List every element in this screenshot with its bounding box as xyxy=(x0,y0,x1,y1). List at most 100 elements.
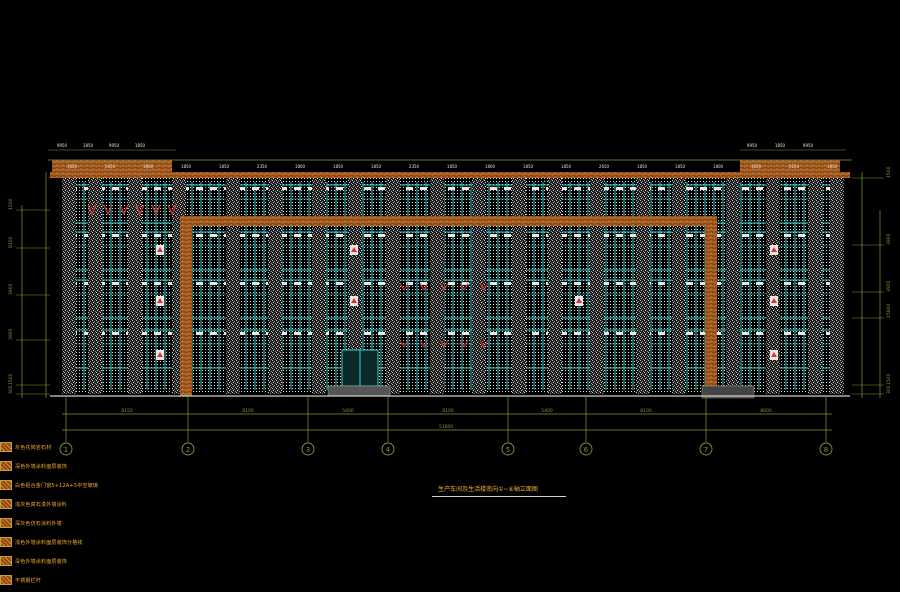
window-tag xyxy=(490,234,497,237)
window-tag xyxy=(336,187,343,190)
window-tag xyxy=(252,332,259,335)
legend-label: 浅色外墙涂料面层装饰分格线 xyxy=(15,539,83,546)
window-tag xyxy=(462,332,469,335)
stone-pier xyxy=(268,178,282,394)
left-elevation: 3900 xyxy=(8,283,14,295)
portal-frame-left xyxy=(180,216,192,396)
window-tag xyxy=(532,332,539,335)
red-chevron xyxy=(119,204,129,216)
legend-label: 深色外墙涂料面层装饰 xyxy=(15,463,68,470)
window-tag xyxy=(504,282,511,285)
top-dimension: 1800 xyxy=(485,164,496,169)
window-tag xyxy=(826,332,833,335)
right-elevation: 300 xyxy=(886,385,892,394)
overall-dimension: 51600 xyxy=(439,424,453,430)
parapet-dimension: 1850 xyxy=(775,143,786,148)
window-tag xyxy=(364,187,371,190)
axis-label: 2 xyxy=(186,446,190,454)
legend-label: 不锈钢栏杆 xyxy=(15,577,42,584)
steps-left xyxy=(327,385,391,397)
axis-bubble xyxy=(819,442,833,456)
window-tag xyxy=(742,234,749,237)
window-tag xyxy=(280,332,287,335)
window-tag xyxy=(798,332,805,335)
hatch-swatch xyxy=(0,518,12,528)
red-chevron xyxy=(399,282,409,292)
axis-bubble xyxy=(59,442,73,456)
stone-pier xyxy=(62,178,76,394)
window-tag xyxy=(168,282,175,285)
stone-pier xyxy=(128,178,142,394)
window-tag xyxy=(826,234,833,237)
window-tag xyxy=(140,282,147,285)
window-tag xyxy=(378,332,385,335)
stone-pier xyxy=(386,178,400,394)
steps-right xyxy=(701,385,755,399)
window-tag xyxy=(630,282,637,285)
window-tag xyxy=(84,234,91,237)
stone-piers xyxy=(62,178,844,394)
facade-sign-mark xyxy=(351,298,357,303)
window-tag xyxy=(140,234,147,237)
window-tag xyxy=(616,332,623,335)
window-tag xyxy=(784,282,791,285)
caption-underline xyxy=(432,496,566,497)
portal-frame-right xyxy=(705,216,717,396)
facade-sign-mark xyxy=(771,298,777,303)
window-tag xyxy=(238,234,245,237)
window-tag xyxy=(616,187,623,190)
top-dimension: 1850 xyxy=(67,164,78,169)
facade-sign-mark xyxy=(771,352,777,357)
window-tag xyxy=(714,187,721,190)
red-chevron xyxy=(439,339,449,349)
window-tag xyxy=(364,282,371,285)
stone-pier xyxy=(226,178,240,394)
window-tag xyxy=(308,234,315,237)
window-tag xyxy=(168,234,175,237)
window-tag xyxy=(490,282,497,285)
window-tag xyxy=(420,187,427,190)
top-dimension: 1800 xyxy=(295,164,306,169)
window-tag xyxy=(630,332,637,335)
window-tag xyxy=(420,332,427,335)
right-elevation: 3900 xyxy=(886,233,892,245)
top-dimension: 1800 xyxy=(713,164,724,169)
stone-pier xyxy=(512,178,526,394)
window-tag xyxy=(252,187,259,190)
axis-label: 5 xyxy=(506,446,510,454)
window-tag xyxy=(574,332,581,335)
right-elevation: 1500 xyxy=(886,166,892,178)
window-tag xyxy=(742,187,749,190)
window-tag xyxy=(210,332,217,335)
legend-label: 浅灰色真石漆外墙涂料 xyxy=(15,501,68,508)
top-dimension: 1850 xyxy=(751,164,762,169)
window-tag xyxy=(574,234,581,237)
stone-pier xyxy=(766,178,780,394)
window-tag xyxy=(154,234,161,237)
window-tag xyxy=(630,234,637,237)
window-tag xyxy=(84,187,91,190)
bay-dimension: 8100 xyxy=(242,408,254,414)
window-tag xyxy=(238,187,245,190)
window-tag xyxy=(700,187,707,190)
window-tag xyxy=(602,282,609,285)
window-tag xyxy=(462,234,469,237)
left-elevation: 1500 xyxy=(8,198,14,210)
window-tag xyxy=(154,282,161,285)
red-chevron xyxy=(103,204,113,216)
window-tag xyxy=(196,187,203,190)
window-tag xyxy=(574,282,581,285)
window-tag xyxy=(602,234,609,237)
parapet-dimension: 9950 xyxy=(109,143,120,148)
window-tag xyxy=(714,282,721,285)
window-tag xyxy=(448,282,455,285)
window-tag xyxy=(294,234,301,237)
stone-pier xyxy=(672,178,686,394)
window-tag xyxy=(686,187,693,190)
legend-item: 浅灰色真石漆外墙涂料 xyxy=(0,497,110,511)
red-chevron xyxy=(151,204,161,216)
bay-dimension: 5400 xyxy=(541,408,553,414)
window-tag xyxy=(112,282,119,285)
